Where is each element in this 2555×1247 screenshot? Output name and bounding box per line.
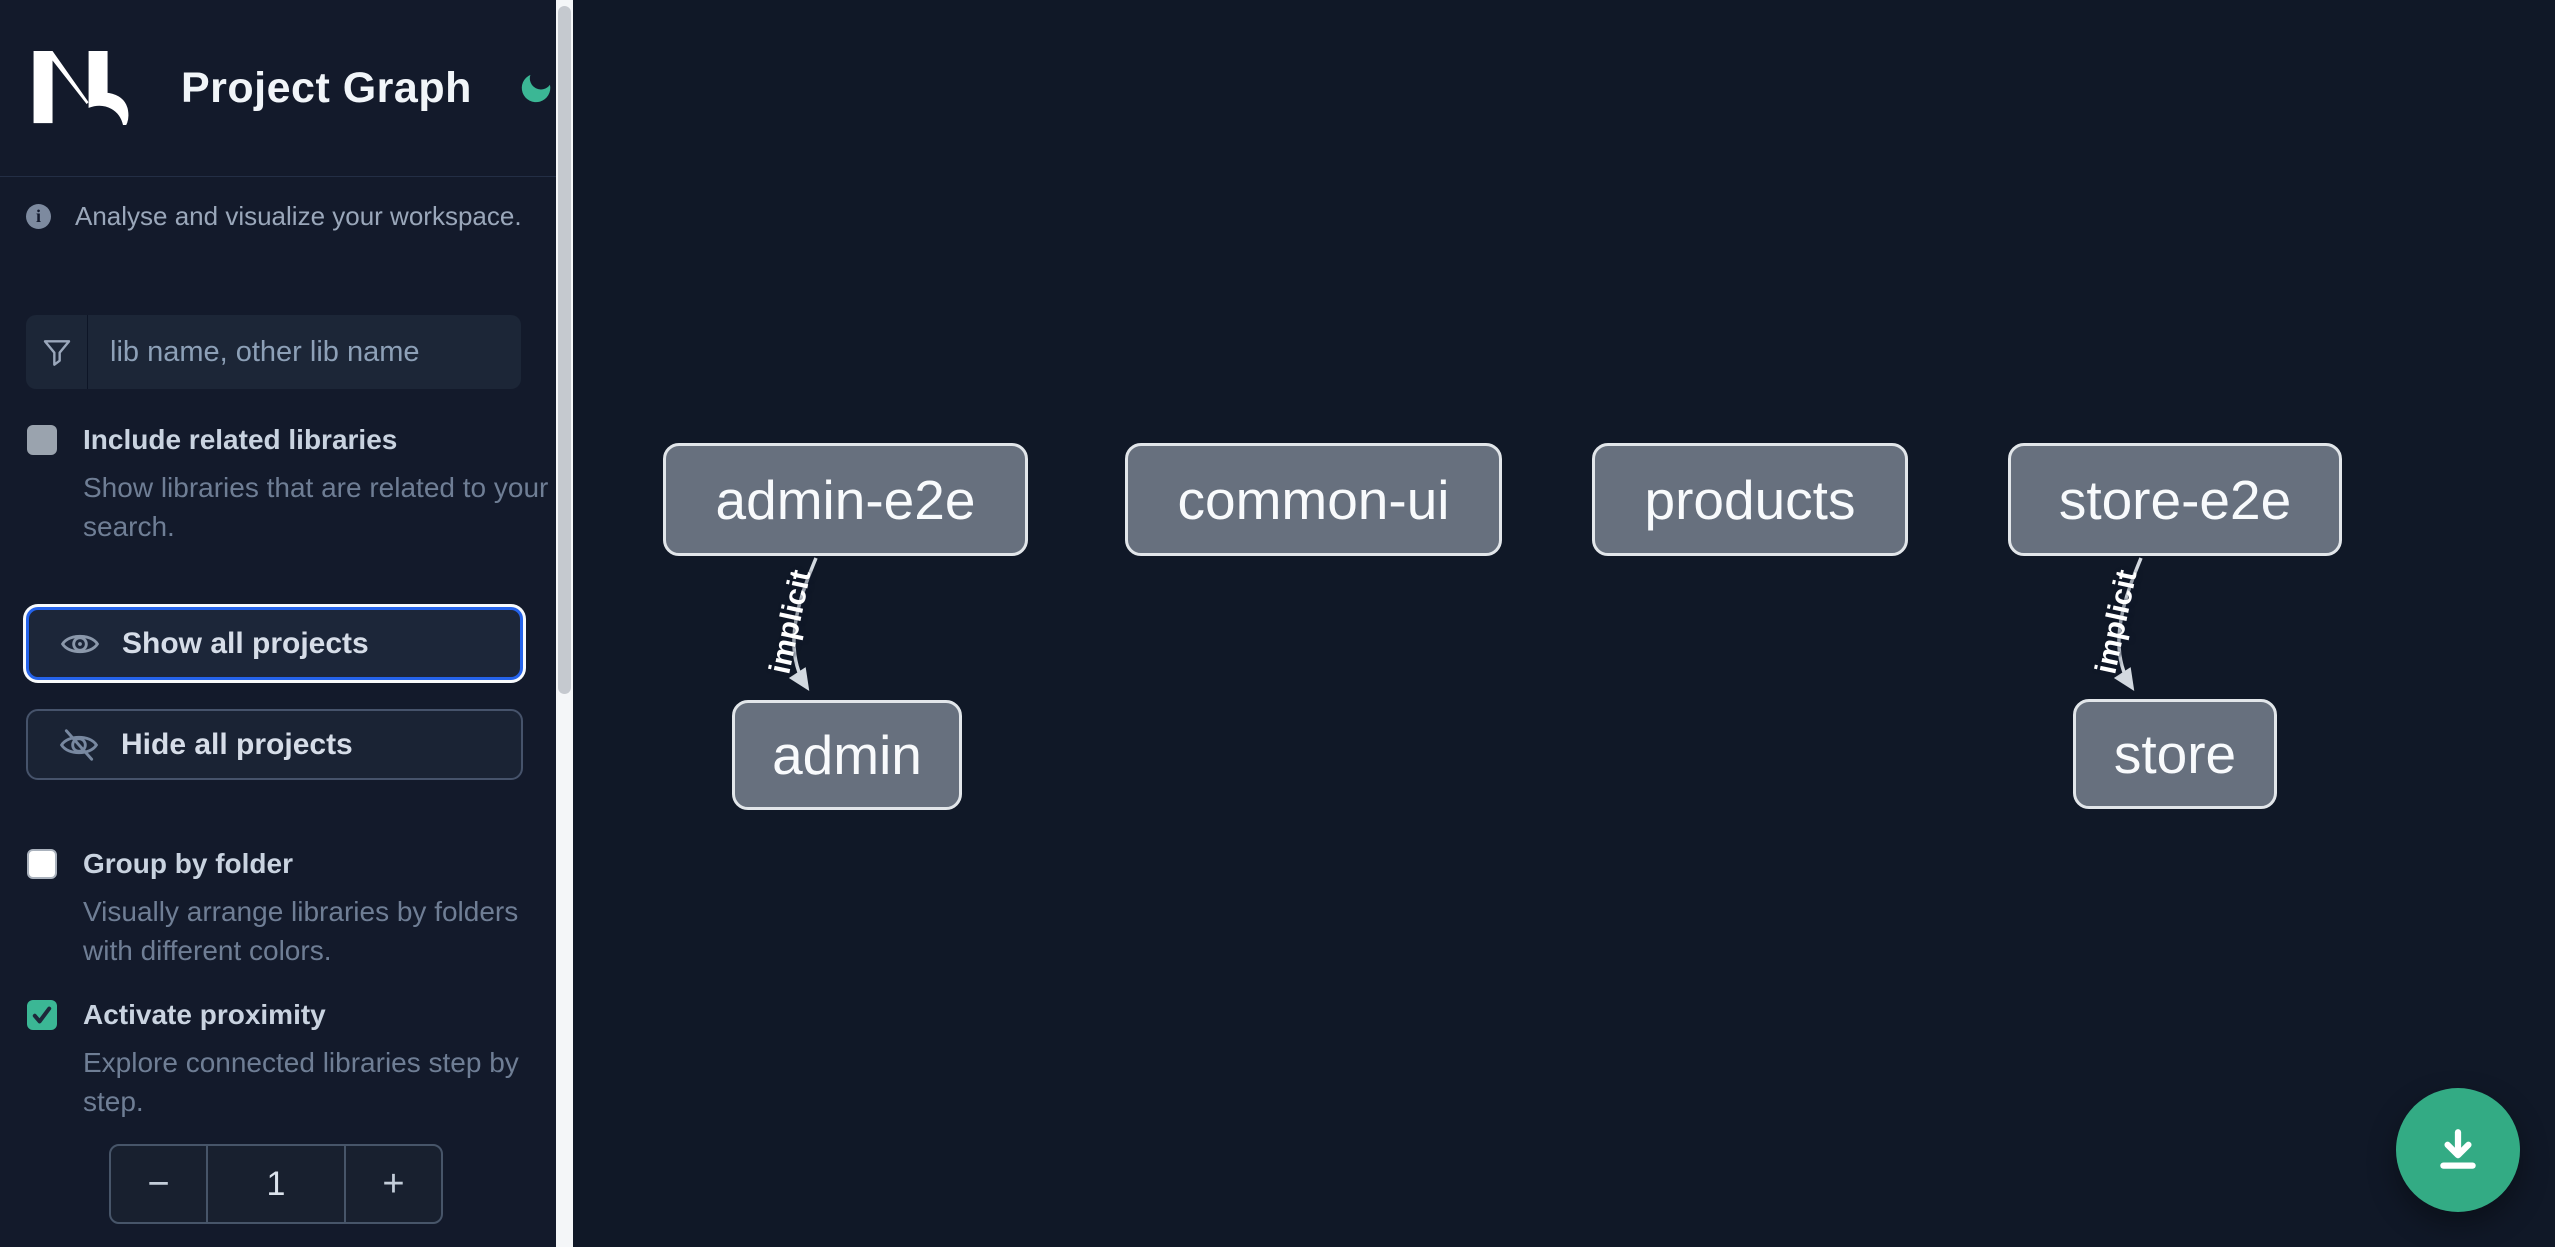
hide-all-projects-button[interactable]: Hide all projects <box>26 709 523 780</box>
moon-icon <box>521 74 551 103</box>
edge-label-admin-e2e-admin: implicit <box>763 567 818 677</box>
group-by-folder-checkbox[interactable] <box>27 849 57 879</box>
graph-node-store-e2e[interactable]: store-e2e <box>2008 443 2342 556</box>
activate-proximity-description: Explore connected libraries step by step… <box>83 1047 519 1117</box>
graph-node-admin-e2e[interactable]: admin-e2e <box>663 443 1028 556</box>
toggle-group-by-folder: Group by folder Visually arrange librari… <box>27 848 527 970</box>
decrement-button[interactable]: − <box>111 1146 208 1222</box>
hide-all-projects-label: Hide all projects <box>121 727 353 761</box>
eye-off-icon <box>59 728 99 761</box>
filter-icon <box>26 315 88 389</box>
stepper-value: 1 <box>266 1164 286 1203</box>
include-related-checkbox[interactable] <box>27 425 57 455</box>
increment-button[interactable]: + <box>344 1146 441 1222</box>
search-input[interactable] <box>88 315 521 389</box>
sidebar: Project Graph i Analyse and visualize yo… <box>0 0 556 1247</box>
sidebar-scrollbar-track <box>556 0 573 1247</box>
show-all-projects-label: Show all projects <box>122 626 369 660</box>
eye-icon <box>60 629 100 659</box>
graph-node-store[interactable]: store <box>2073 699 2277 809</box>
tagline-text: Analyse and visualize your workspace. <box>75 201 522 231</box>
proximity-depth-stepper: − 1 + <box>109 1144 443 1224</box>
graph-node-products[interactable]: products <box>1592 443 1908 556</box>
sidebar-scrollbar-thumb[interactable] <box>558 6 571 694</box>
nx-logo-icon <box>33 51 129 125</box>
include-related-label[interactable]: Include related libraries <box>83 424 398 455</box>
show-all-projects-button[interactable]: Show all projects <box>26 607 523 680</box>
group-by-folder-label[interactable]: Group by folder <box>83 848 293 879</box>
graph-node-common-ui[interactable]: common-ui <box>1125 443 1502 556</box>
search-bar <box>26 315 521 389</box>
sidebar-header: Project Graph <box>0 0 556 177</box>
page-title: Project Graph <box>181 63 472 112</box>
activate-proximity-label[interactable]: Activate proximity <box>83 999 326 1030</box>
toggle-activate-proximity: Activate proximity Explore connected lib… <box>27 999 527 1121</box>
group-by-folder-description: Visually arrange libraries by folders wi… <box>83 896 519 966</box>
theme-toggle-button[interactable] <box>516 68 556 108</box>
graph-node-admin[interactable]: admin <box>732 700 962 810</box>
download-graph-button[interactable] <box>2396 1088 2520 1212</box>
toggle-include-related: Include related libraries Show libraries… <box>27 424 548 546</box>
activate-proximity-checkbox[interactable] <box>27 1000 57 1030</box>
edge-label-store-e2e-store: implicit <box>2089 567 2144 677</box>
download-icon <box>2440 1129 2476 1169</box>
tagline-row: i Analyse and visualize your workspace. <box>26 201 522 232</box>
checkmark-icon <box>32 1006 52 1024</box>
info-icon: i <box>26 204 51 229</box>
include-related-description: Show libraries that are related to your … <box>83 472 549 542</box>
